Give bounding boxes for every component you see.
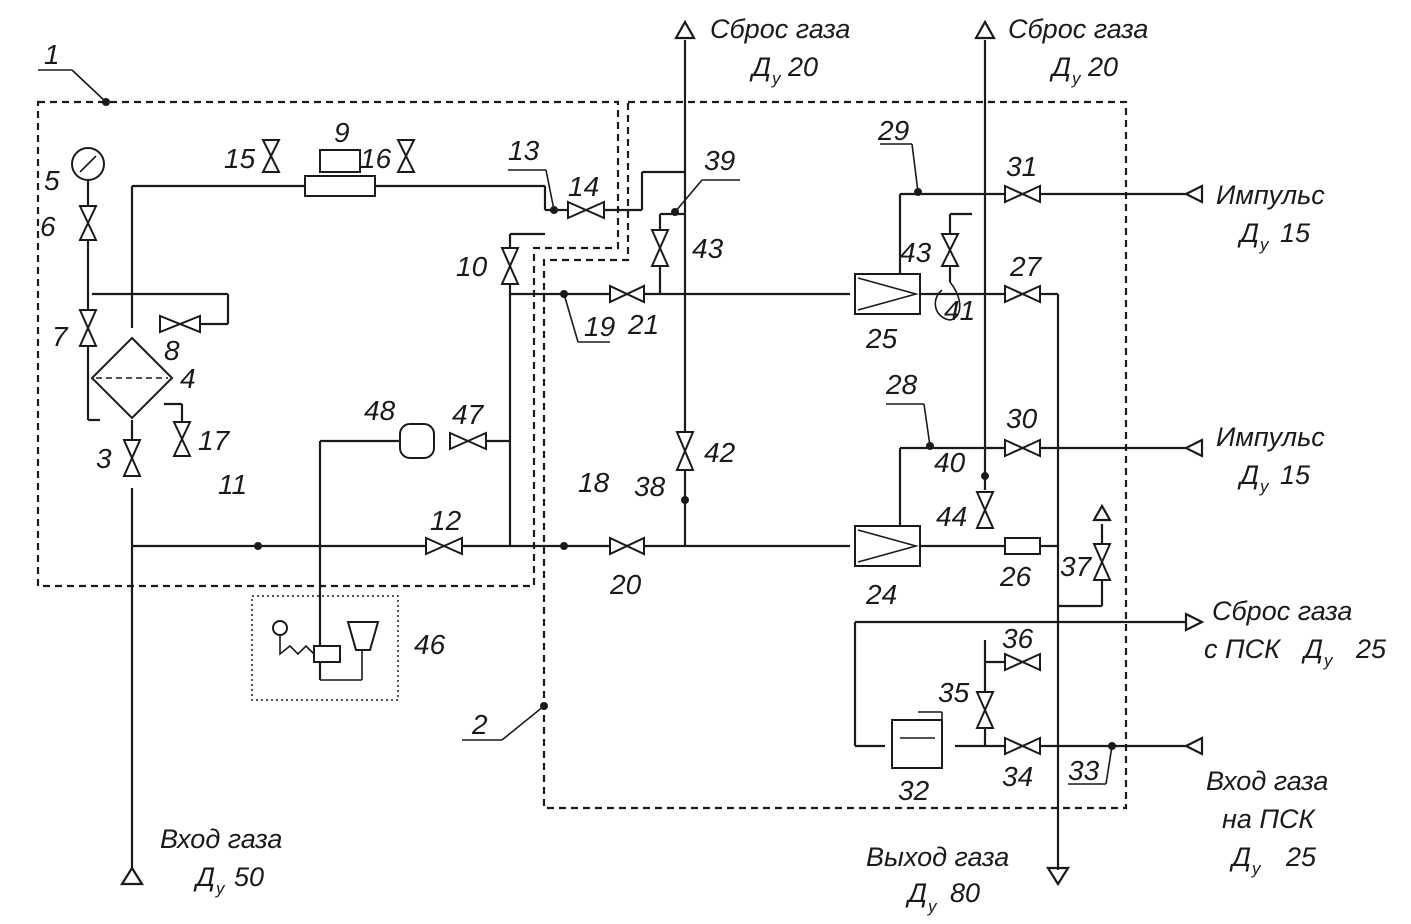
svg-text:42: 42 [704,437,736,468]
svg-text:24: 24 [865,579,897,610]
svg-text:Импульс: Импульс [1216,422,1325,452]
svg-text:25: 25 [1285,842,1317,872]
svg-text:у: у [1071,69,1082,88]
svg-text:25: 25 [1355,634,1387,664]
svg-text:33: 33 [1068,755,1100,786]
svg-text:44: 44 [936,501,967,532]
svg-text:2: 2 [471,709,488,740]
svg-text:9: 9 [334,117,350,148]
svg-text:80: 80 [950,878,980,908]
svg-text:у: у [927,897,938,916]
svg-text:20: 20 [787,52,818,82]
svg-text:Д: Д [193,862,215,892]
boundary-block-1 [36,100,620,588]
svg-text:у: у [1251,859,1262,878]
leader-lines [508,143,1113,785]
gas-meter-icon [304,175,376,197]
caption-impulse-2: Импульс Д у 15 [1216,422,1325,496]
svg-text:5: 5 [44,165,60,196]
caption-gas-vent-1: Сброс газа Д у 20 [710,14,850,88]
svg-text:4: 4 [180,363,196,394]
svg-text:40: 40 [934,447,966,478]
valves [78,139,1112,756]
svg-text:на ПСК: на ПСК [1222,804,1316,834]
svg-text:26: 26 [999,561,1032,592]
svg-text:у: у [1259,235,1270,254]
svg-text:29: 29 [877,115,909,146]
caption-impulse-1: Импульс Д у 15 [1216,180,1325,254]
actuator-icon [399,423,435,459]
svg-text:1: 1 [44,39,60,70]
svg-text:15: 15 [1280,218,1311,248]
svg-text:Д: Д [1049,52,1071,82]
svg-text:30: 30 [1006,403,1038,434]
svg-text:6: 6 [40,211,56,242]
svg-text:36: 36 [1002,623,1034,654]
svg-text:20: 20 [609,569,642,600]
svg-text:41: 41 [944,295,975,326]
svg-text:7: 7 [52,321,69,352]
svg-text:Сброс газа: Сброс газа [1008,14,1148,44]
boundary-block-2 [542,100,1128,810]
svg-text:Сброс газа: Сброс газа [710,14,850,44]
svg-text:19: 19 [584,311,615,342]
svg-text:Вход газа: Вход газа [1206,766,1328,796]
svg-text:25: 25 [865,323,898,354]
caption-gas-vent-2: Сброс газа Д у 20 [1008,14,1148,88]
svg-text:12: 12 [430,505,462,536]
svg-text:с ПСК: с ПСК [1204,634,1282,664]
svg-text:Д: Д [1229,842,1251,872]
svg-text:15: 15 [224,143,256,174]
svg-text:Д: Д [749,52,771,82]
svg-text:50: 50 [234,862,264,892]
svg-text:43: 43 [692,233,724,264]
svg-text:11: 11 [218,469,247,500]
svg-text:Импульс: Импульс [1216,180,1325,210]
svg-text:31: 31 [1006,151,1037,182]
svg-text:37: 37 [1060,551,1093,582]
svg-text:47: 47 [452,399,485,430]
svg-text:43: 43 [900,237,932,268]
svg-text:18: 18 [578,467,610,498]
svg-text:27: 27 [1009,251,1043,282]
svg-text:Вход газа: Вход газа [160,824,282,854]
svg-text:34: 34 [1002,761,1033,792]
svg-text:10: 10 [456,251,488,282]
svg-text:14: 14 [568,171,599,202]
svg-text:8: 8 [164,335,180,366]
relief-valve-32-icon [891,719,943,769]
svg-text:32: 32 [898,775,930,806]
svg-text:15: 15 [1280,460,1311,490]
svg-text:21: 21 [627,309,659,340]
svg-text:Д: Д [1237,460,1259,490]
svg-text:16: 16 [360,143,392,174]
svg-text:Сброс газа: Сброс газа [1212,596,1352,626]
svg-text:48: 48 [364,395,396,426]
svg-text:28: 28 [885,369,918,400]
svg-text:у: у [215,879,226,898]
svg-text:20: 20 [1087,52,1118,82]
svg-text:35: 35 [938,677,970,708]
svg-text:17: 17 [198,425,231,456]
caption-gas-in-psk: Вход газа на ПСК Д у 25 [1206,766,1328,878]
svg-text:39: 39 [704,145,735,176]
svg-text:13: 13 [508,135,540,166]
svg-text:Д: Д [1301,634,1323,664]
svg-text:у: у [1259,477,1270,496]
svg-text:46: 46 [414,629,446,660]
caption-gas-out: Выход газа Д у 80 [866,842,1009,916]
svg-text:38: 38 [634,471,666,502]
svg-text:у: у [771,69,782,88]
svg-text:у: у [1323,651,1334,670]
svg-text:Д: Д [905,878,927,908]
svg-text:3: 3 [96,443,112,474]
callout-numbers: 1 2 3 4 5 6 7 8 9 10 11 12 13 14 15 16 1… [40,39,1100,806]
svg-text:Д: Д [1237,218,1259,248]
svg-text:Выход газа: Выход газа [866,842,1009,872]
caption-psk-vent: Сброс газа с ПСК Д у 25 [1204,596,1387,670]
caption-gas-in: Вход газа Д у 50 [160,824,282,898]
